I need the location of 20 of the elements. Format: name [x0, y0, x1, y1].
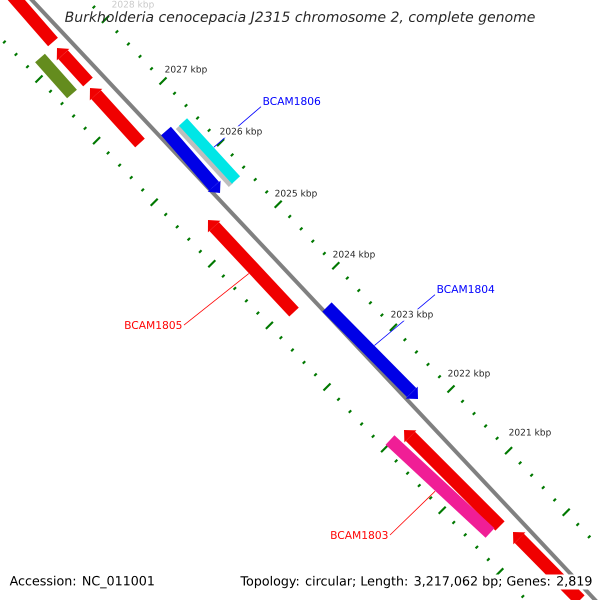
leader-line: [184, 273, 250, 326]
scale-label: 2024 kbp: [331, 249, 377, 261]
title: Burkholderia cenocepacia J2315 chromosome 2, complete genome: [65, 11, 535, 25]
scale-label: 2027 kbp: [163, 64, 209, 76]
gene-bar: [178, 118, 240, 184]
info-text: Topology: circular; Length: 3,217,062 bp; Genes: 2,819: [239, 574, 594, 590]
gene-label: BCAM1804: [438, 284, 494, 294]
gene-bar: [322, 302, 418, 399]
gene-label: BCAM1806: [264, 96, 320, 106]
scale-label: 2025 kbp: [273, 188, 319, 200]
info-text: Accession: NC_011001: [8, 574, 156, 590]
gene-bar: [208, 220, 299, 316]
scale-label: 2022 kbp: [446, 368, 492, 380]
scale-label: 2021 kbp: [507, 427, 553, 439]
gene-label: BCAM1805: [125, 320, 182, 330]
leader-line: [390, 490, 436, 536]
scale-label: 2026 kbp: [218, 126, 264, 138]
scale-label: 2023 kbp: [389, 309, 435, 321]
gene-bar: [386, 435, 494, 538]
gene-label: BCAM1803: [331, 530, 388, 540]
